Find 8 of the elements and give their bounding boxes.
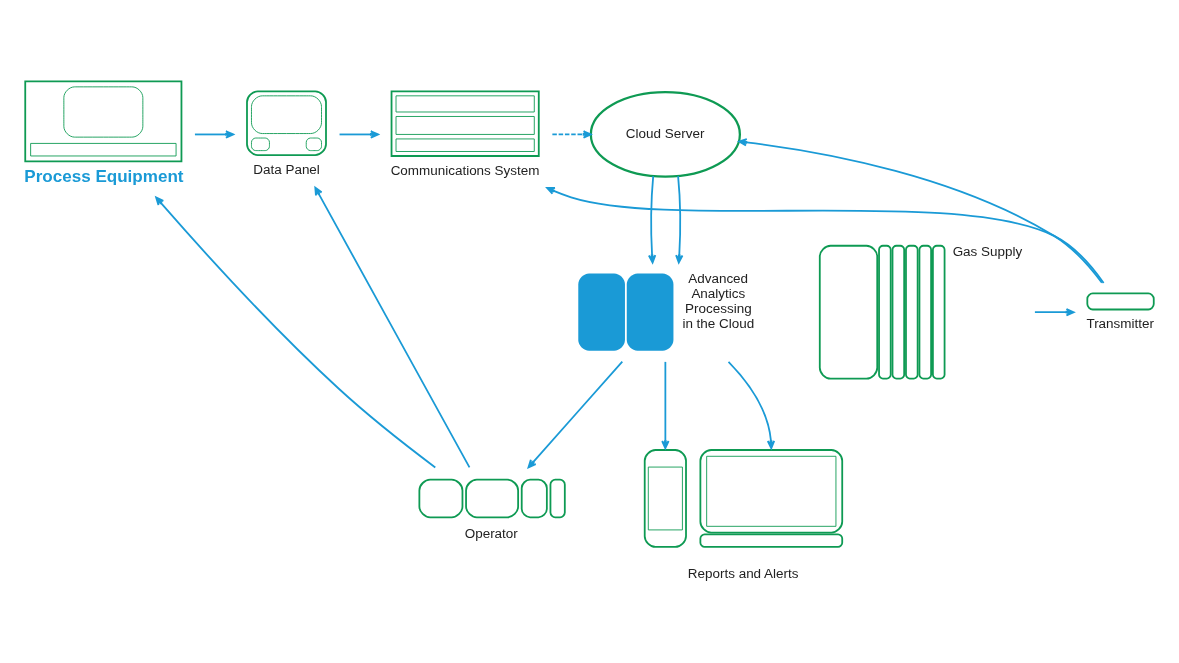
node-label: Process Equipment [24,167,184,187]
node-label: Transmitter [1086,316,1154,332]
node-label: Communications System [390,162,540,178]
node-label: Gas Supply [952,243,1023,259]
node-label: Data Panel [253,161,320,177]
node-label: Operator [464,525,518,541]
node-label: Reports and Alerts [687,566,799,582]
node-label: Advanced Analytics Processing in the Cloud [682,270,755,332]
